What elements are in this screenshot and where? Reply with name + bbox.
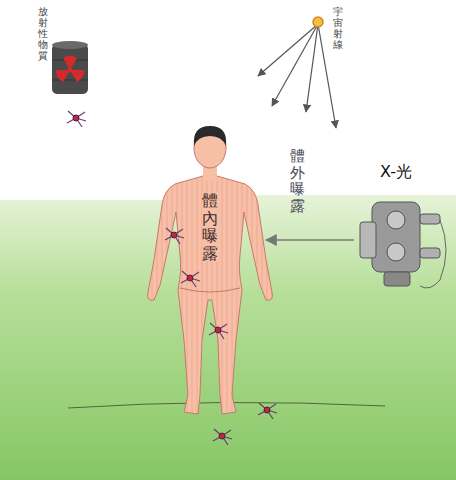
exposure-label: 體內曝露 [202,192,218,262]
xray-label: X-光 [380,162,412,183]
exposure-label: 體外曝露 [290,148,305,214]
material-label: 放射性物質 [38,6,48,61]
cosmic-ray-label: 宇宙射線 [333,6,343,50]
